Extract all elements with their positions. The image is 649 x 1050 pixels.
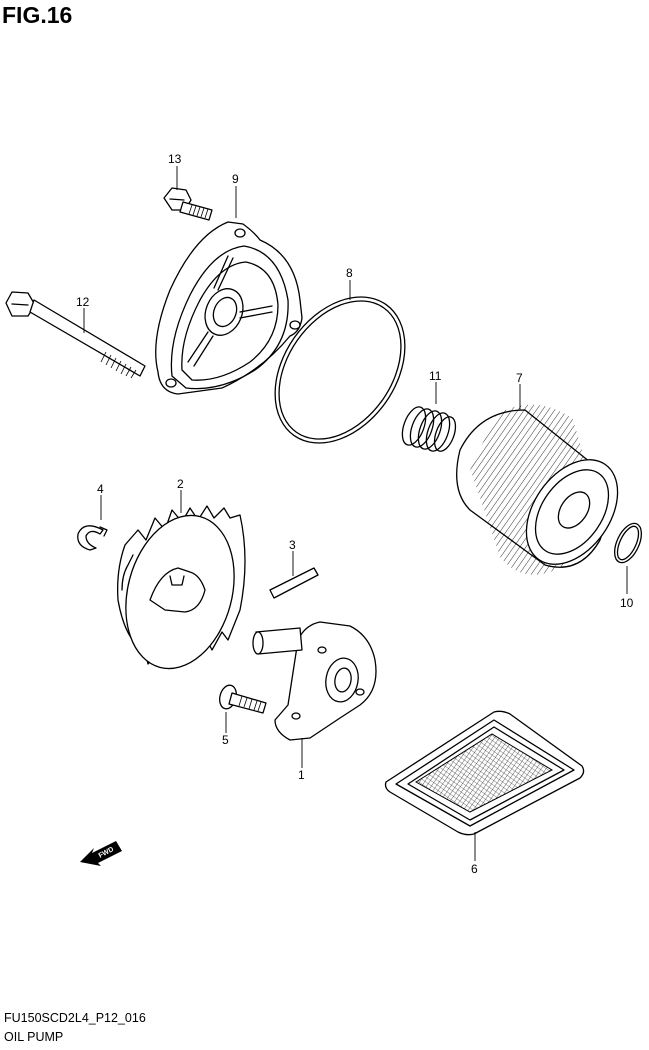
- part-4-circlip: [77, 525, 108, 551]
- callout-9: 9: [232, 172, 239, 186]
- callout-2: 2: [177, 477, 184, 491]
- part-11-spring: [401, 406, 457, 452]
- callout-11: 11: [429, 369, 442, 383]
- leader-lines: [83, 166, 628, 861]
- callout-8: 8: [346, 266, 353, 280]
- figure-code: FU150SCD2L4_P12_016: [4, 1011, 146, 1025]
- part-10-small-o-ring: [614, 522, 642, 564]
- callout-1: 1: [298, 768, 305, 782]
- part-1-pump-body: [252, 621, 377, 741]
- callout-12: 12: [76, 295, 90, 309]
- part-7-oil-filter: [429, 381, 641, 595]
- callout-5: 5: [222, 733, 229, 747]
- part-8-o-ring: [274, 296, 406, 444]
- callout-7: 7: [516, 371, 523, 385]
- figure-name: OIL PUMP: [4, 1030, 64, 1044]
- callout-labels: 13 9 12 8 11 7 4 2 3 10 5 1 6: [76, 152, 634, 876]
- figure-title: FIG.16: [2, 2, 73, 28]
- part-2-pump-gear: [117, 505, 246, 670]
- callout-3: 3: [289, 538, 296, 552]
- part-5-screw: [219, 684, 267, 714]
- part-3-pin: [269, 567, 319, 599]
- callout-4: 4: [97, 482, 104, 496]
- part-12-long-bolt: [5, 291, 146, 379]
- part-13-flange-bolt: [163, 187, 213, 221]
- part-6-oil-strainer: [384, 710, 585, 836]
- callout-13: 13: [168, 152, 182, 166]
- callout-6: 6: [471, 862, 478, 876]
- callout-10: 10: [620, 596, 634, 610]
- fwd-arrow: FWD: [80, 841, 122, 866]
- part-9-pump-cover: [155, 221, 303, 395]
